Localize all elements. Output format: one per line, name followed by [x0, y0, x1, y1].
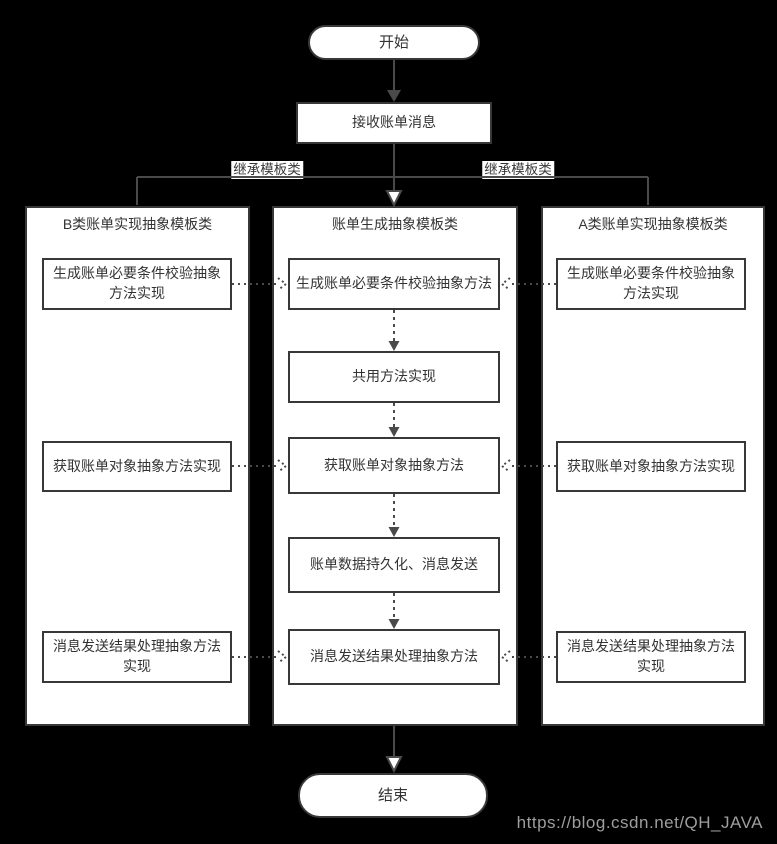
- arrowhead-inherit-hollow: [385, 190, 403, 208]
- mid-shared-method-box: 共用方法实现: [288, 351, 500, 403]
- mid-get-bill-object-abstract-box: 获取账单对象抽象方法: [288, 437, 500, 494]
- a-get-bill-object-impl-box: 获取账单对象抽象方法实现: [556, 441, 746, 492]
- inherit-template-label-left: 继承模板类: [231, 161, 303, 179]
- a-class-template-title: A类账单实现抽象模板类: [578, 216, 728, 232]
- arrowhead-start-solid: [387, 90, 401, 102]
- start-node: 开始: [308, 25, 480, 60]
- receive-bill-message-node: 接收账单消息: [296, 102, 492, 144]
- end-node: 结束: [298, 773, 488, 818]
- a-generate-check-impl-box: 生成账单必要条件校验抽象方法实现: [556, 258, 746, 310]
- b-message-result-impl-box: 消息发送结果处理抽象方法实现: [42, 631, 232, 683]
- mid-generate-check-abstract-box: 生成账单必要条件校验抽象方法: [288, 258, 500, 310]
- mid-persist-and-send-box: 账单数据持久化、消息发送: [288, 537, 500, 593]
- inherit-template-label-right: 继承模板类: [482, 161, 554, 179]
- csdn-watermark: https://blog.csdn.net/QH_JAVA: [516, 813, 763, 832]
- b-generate-check-impl-box: 生成账单必要条件校验抽象方法实现: [42, 258, 232, 310]
- bill-generate-template-title: 账单生成抽象模板类: [332, 216, 458, 232]
- mid-message-result-abstract-box: 消息发送结果处理抽象方法: [288, 629, 500, 685]
- a-message-result-impl-box: 消息发送结果处理抽象方法实现: [556, 631, 746, 683]
- b-class-template-title: B类账单实现抽象模板类: [62, 216, 213, 232]
- b-get-bill-object-impl-box: 获取账单对象抽象方法实现: [42, 441, 232, 492]
- arrowhead-end-hollow: [385, 756, 403, 774]
